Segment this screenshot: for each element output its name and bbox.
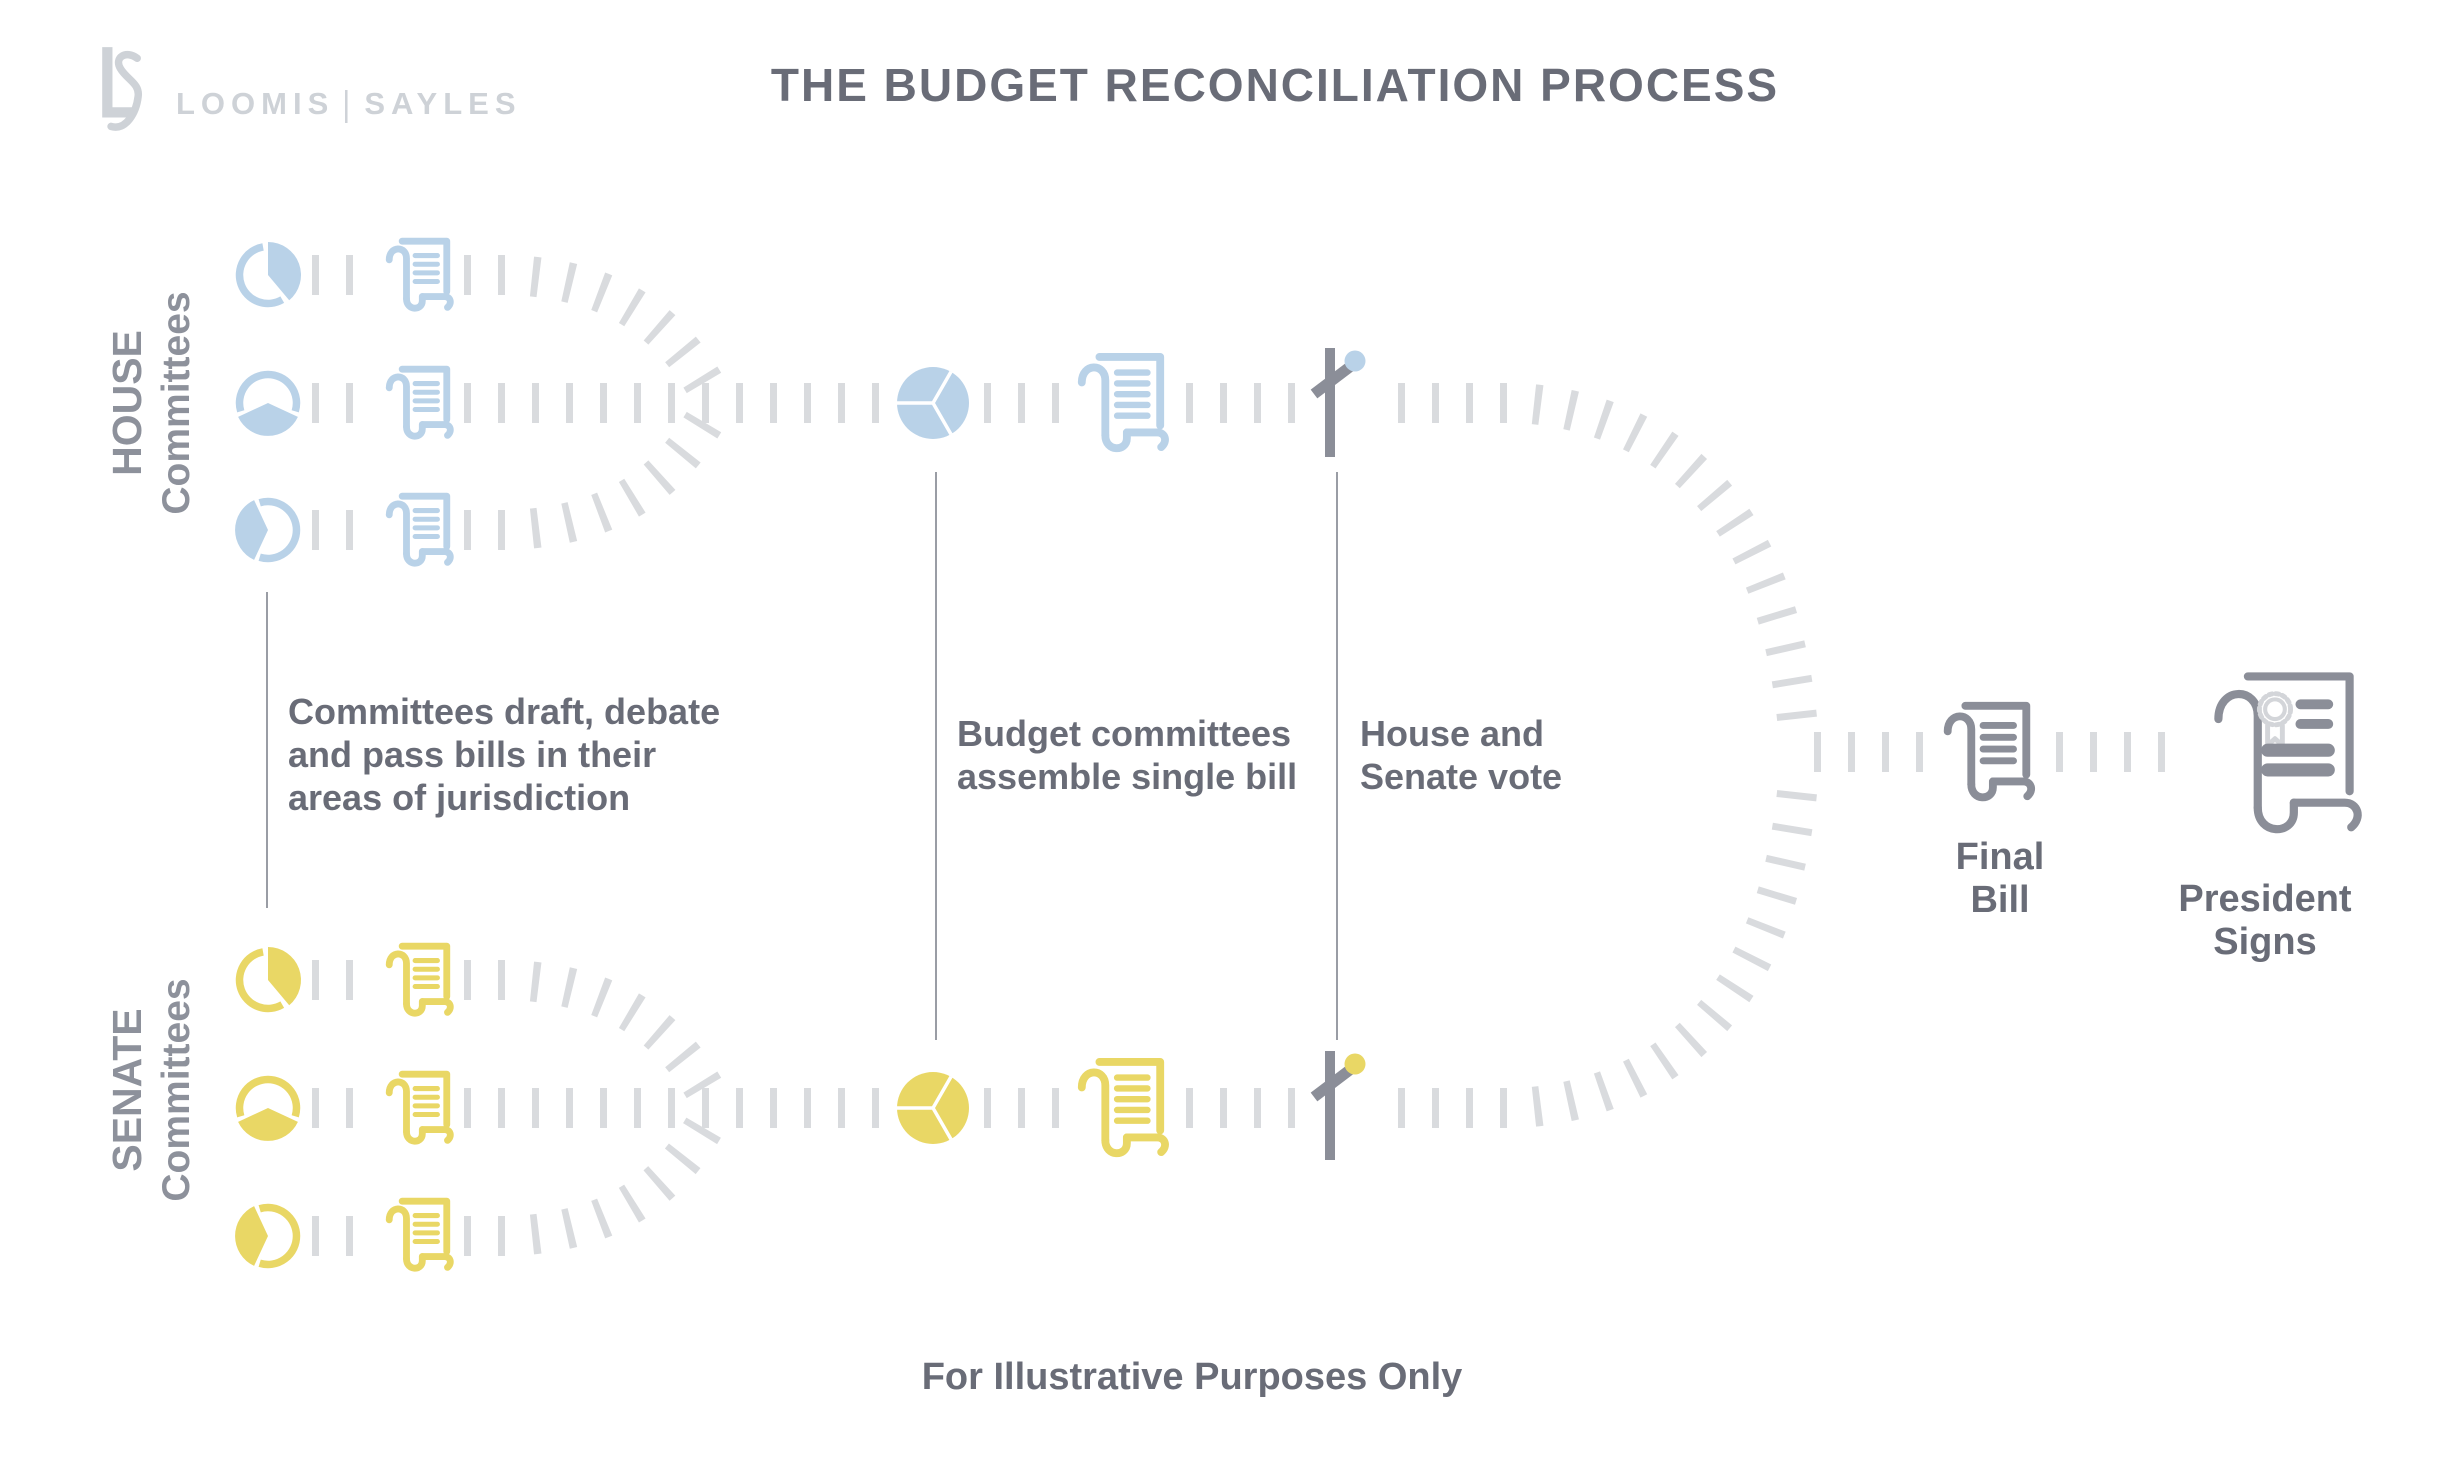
house-label-title: HOUSE	[104, 330, 150, 476]
single-bill-dashes	[984, 383, 1298, 1128]
loomis-sayles-wordmark: LOOMIS | SAYLES	[176, 83, 522, 124]
final-bill-label: Final Bill	[1955, 836, 2045, 921]
senate-committees-label: SENATE Committees	[103, 978, 201, 1201]
house-bill-scroll-icon	[382, 489, 454, 571]
senate-vote-lever-icon	[1295, 1048, 1375, 1163]
house-bill-scroll-icon	[382, 234, 454, 316]
disclaimer-text: For Illustrative Purposes Only	[921, 1356, 1463, 1398]
house-label-subtitle: Committees	[155, 291, 198, 515]
wordmark-loomis: LOOMIS	[176, 86, 335, 121]
senate-bill-scroll-icon	[382, 1067, 454, 1149]
house-committee-pie-icon	[228, 490, 308, 570]
house-committee-pie-icon	[228, 235, 308, 315]
senate-bill-scroll-icon	[382, 939, 454, 1021]
wordmark-sayles: SAYLES	[364, 86, 522, 121]
final-bill-scroll-icon	[1937, 696, 2037, 808]
senate-assembled-pie-icon	[893, 1068, 973, 1148]
house-single-bill-scroll-icon	[1072, 347, 1170, 459]
house-committee-pie-icon	[228, 363, 308, 443]
annotation-committees-draft: Committees draft, debate and pass bills …	[288, 691, 721, 818]
loomis-sayles-logo: LOOMIS | SAYLES	[98, 40, 522, 140]
loomis-sayles-logo-mark	[102, 47, 142, 131]
section-divider-lines	[266, 472, 1338, 1040]
senate-committee-dashes	[312, 960, 886, 1256]
senate-single-bill-scroll-icon	[1072, 1052, 1170, 1164]
house-committees-label: HOUSE Committees	[103, 291, 201, 514]
house-bill-scroll-icon	[382, 362, 454, 444]
president-signs-document-icon	[2202, 660, 2366, 847]
senate-bill-scroll-icon	[382, 1194, 454, 1276]
annotation-budget-committees: Budget committees assemble single bill	[957, 713, 1298, 797]
page-title: THE BUDGET RECONCILIATION PROCESS	[770, 59, 1780, 111]
senate-committee-pie-icon	[228, 1196, 308, 1276]
senate-committee-pie-icon	[228, 940, 308, 1020]
senate-label-subtitle: Committees	[155, 978, 198, 1202]
senate-committee-pie-icon	[228, 1068, 308, 1148]
house-assembled-pie-icon	[893, 363, 973, 443]
wordmark-separator: |	[342, 83, 357, 124]
annotation-house-senate-vote: House and Senate vote	[1360, 713, 1563, 797]
president-signs-label: President Signs	[2178, 878, 2352, 963]
house-committee-dashes	[312, 255, 886, 550]
senate-label-title: SENATE	[104, 1008, 150, 1172]
house-vote-lever-icon	[1295, 345, 1375, 460]
